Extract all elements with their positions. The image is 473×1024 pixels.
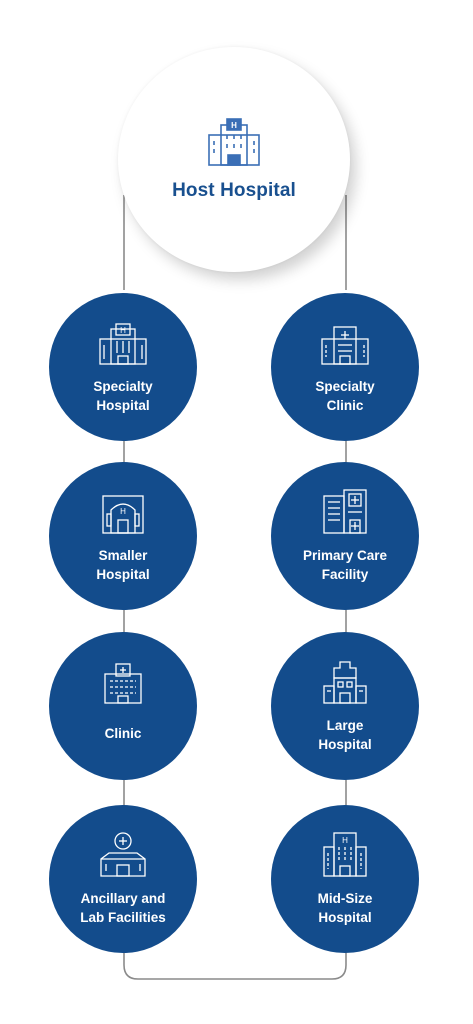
- connector-bottom-loop: [123, 940, 347, 980]
- clinic-icon: [101, 662, 145, 704]
- node-label-line1: Ancillary and: [80, 891, 166, 906]
- hospital-building-icon: H: [205, 117, 263, 172]
- node-label-line2: Hospital: [96, 398, 150, 413]
- node-specialty-hospital: H Specialty Hospital: [49, 293, 197, 441]
- smaller-hospital-icon: H: [99, 492, 147, 534]
- node-large-hospital: Large Hospital: [271, 632, 419, 780]
- specialty-hospital-icon: H: [96, 323, 150, 365]
- node-label-line1: Large: [326, 718, 364, 733]
- node-label-line1: Mid-Size: [317, 891, 373, 906]
- mid-size-hospital-icon: H: [320, 832, 370, 877]
- node-mid-size-hospital: H Mid-Size Hospital: [271, 805, 419, 953]
- host-title: Host Hospital: [172, 180, 296, 201]
- lab-facilities-icon: [97, 832, 149, 877]
- node-smaller-hospital: H Smaller Hospital: [49, 462, 197, 610]
- node-label-line1: Primary Care: [302, 548, 388, 563]
- node-specialty-clinic: Specialty Clinic: [271, 293, 419, 441]
- svg-text:H: H: [120, 507, 126, 516]
- specialty-clinic-icon: [318, 323, 372, 365]
- large-hospital-icon: [320, 661, 370, 704]
- node-label-line2: Hospital: [318, 737, 372, 752]
- host-hospital-node: H Host Hospital: [118, 47, 350, 272]
- svg-text:H: H: [231, 121, 237, 130]
- node-label-line1: Specialty: [315, 379, 375, 394]
- svg-text:H: H: [342, 836, 348, 845]
- node-label-line2: Hospital: [96, 567, 150, 582]
- node-label-line2: Clinic: [326, 398, 364, 413]
- node-clinic: Clinic: [49, 632, 197, 780]
- node-label-line1: Specialty: [93, 379, 153, 394]
- node-ancillary-lab: Ancillary and Lab Facilities: [49, 805, 197, 953]
- node-primary-care: Primary Care Facility: [271, 462, 419, 610]
- node-label-line1: Clinic: [104, 726, 142, 741]
- node-label-line2: Facility: [321, 567, 369, 582]
- svg-text:H: H: [120, 326, 126, 335]
- node-label-line1: Smaller: [98, 548, 148, 563]
- node-label-line2: Hospital: [318, 910, 372, 925]
- primary-care-icon: [320, 489, 370, 534]
- node-label-line2: Lab Facilities: [80, 910, 166, 925]
